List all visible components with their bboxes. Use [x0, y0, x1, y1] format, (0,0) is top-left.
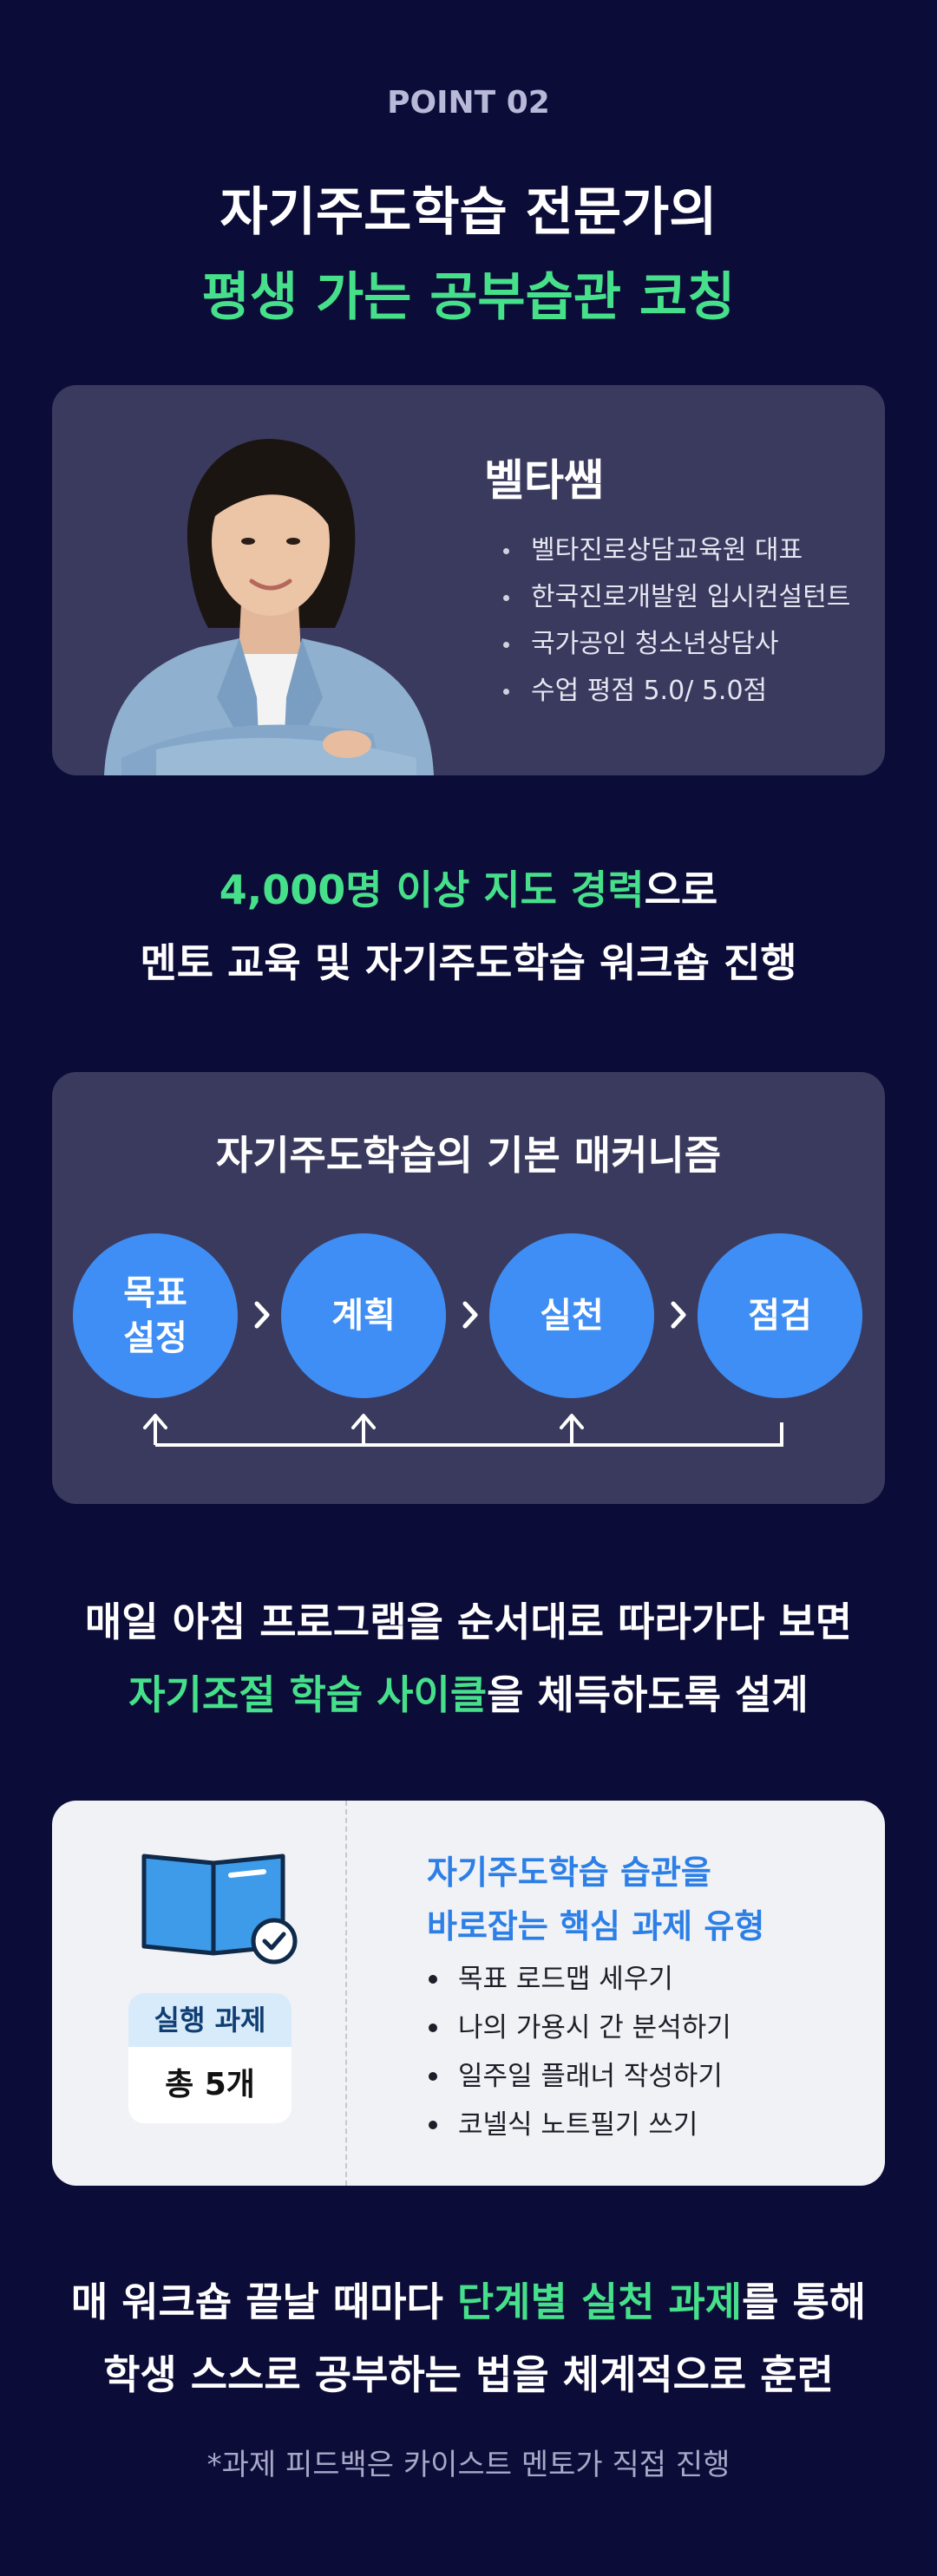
closing-line-2: 학생 스스로 공부하는 법을 체계적으로 훈련: [103, 2351, 834, 2398]
credential-list: 벨타진로상담교육원 대표 한국진로개발원 입시컨설턴트 국가공인 청소년상담사 …: [503, 527, 850, 715]
closing-highlight: 단계별 실천 과제: [456, 2279, 743, 2325]
footnote: *과제 피드백은 카이스트 멘토가 직접 진행: [206, 2448, 731, 2482]
step-label: 실천: [540, 1296, 604, 1336]
step-review: 점검: [698, 1233, 862, 1398]
experience-line-2: 멘토 교육 및 자기주도학습 워크숍 진행: [140, 939, 797, 986]
program-highlight: 자기조절 학습 사이클: [128, 1671, 488, 1718]
step-planning: 계획: [281, 1233, 446, 1398]
credential-item: 한국진로개발원 입시컨설턴트: [503, 574, 850, 621]
credential-item: 수업 평점 5.0/ 5.0점: [503, 668, 850, 715]
chevron-right-icon: [254, 1301, 270, 1329]
step-label: 설정: [123, 1318, 187, 1358]
instructor-name: 벨타쌤: [484, 455, 604, 506]
task-card: 실행 과제 총 5개 자기주도학습 습관을 바로잡는 핵심 과제 유형 목표 로…: [52, 1801, 885, 2186]
mechanism-card: 자기주도학습의 기본 매커니즘 목표 설정 계획 실천 점검: [52, 1072, 885, 1504]
program-line-1: 매일 아침 프로그램을 순서대로 따라가다 보면: [84, 1599, 853, 1645]
dashed-divider: [345, 1801, 347, 2186]
experience-highlight: 4,000명 이상 지도 경력: [219, 866, 645, 913]
headline-line-2: 평생 가는 공부습관 코칭: [201, 267, 736, 328]
chevron-right-icon: [671, 1301, 686, 1329]
step-label: 점검: [748, 1296, 812, 1336]
closing-suffix: 를 통해: [742, 2279, 867, 2325]
closing-prefix: 매 워크숍 끝날 때마다: [70, 2279, 457, 2325]
step-label: 목표: [123, 1273, 187, 1313]
experience-line-1: 4,000명 이상 지도 경력으로: [0, 859, 937, 916]
headline-line-1: 자기주도학습 전문가의: [220, 182, 717, 243]
task-title: 자기주도학습 습관을 바로잡는 핵심 과제 유형: [427, 1846, 764, 1953]
step-practice: 실천: [489, 1233, 654, 1398]
program-line-2: 자기조절 학습 사이클을 체득하도록 설계: [0, 1664, 937, 1721]
task-item: 목표 로드맵 세우기: [429, 1955, 731, 2004]
task-count-badge: 실행 과제 총 5개: [128, 1993, 292, 2123]
open-book-check-icon: [141, 1854, 298, 1965]
task-item: 코넬식 노트필기 쓰기: [429, 2101, 731, 2149]
profile-card: 벨타쌤 벨타진로상담교육원 대표 한국진로개발원 입시컨설턴트 국가공인 청소년…: [52, 385, 885, 775]
chevron-right-icon: [462, 1301, 478, 1329]
task-item: 나의 가용시 간 분석하기: [429, 2004, 731, 2052]
credential-item: 국가공인 청소년상담사: [503, 621, 850, 668]
closing-line-1: 매 워크숍 끝날 때마다 단계별 실천 과제를 통해: [0, 2271, 937, 2328]
credential-item: 벨타진로상담교육원 대표: [503, 527, 850, 574]
instructor-portrait: [104, 438, 434, 775]
step-label: 계획: [331, 1296, 396, 1336]
program-suffix: 을 체득하도록 설계: [487, 1671, 809, 1718]
task-title-line-1: 자기주도학습 습관을: [427, 1854, 711, 1892]
point-label: POINT 02: [387, 85, 550, 121]
badge-count: 총 5개: [165, 2067, 255, 2102]
task-title-line-2: 바로잡는 핵심 과제 유형: [427, 1907, 765, 1945]
task-list: 목표 로드맵 세우기 나의 가용시 간 분석하기 일주일 플래너 작성하기 코넬…: [429, 1955, 731, 2149]
badge-label: 실행 과제: [128, 1993, 292, 2047]
task-item: 일주일 플래너 작성하기: [429, 2052, 731, 2101]
mechanism-title: 자기주도학습의 기본 매커니즘: [215, 1132, 722, 1179]
experience-suffix: 으로: [644, 866, 718, 913]
step-goal-setting: 목표 설정: [73, 1233, 238, 1398]
feedback-loop-arrow: [143, 1414, 783, 1447]
